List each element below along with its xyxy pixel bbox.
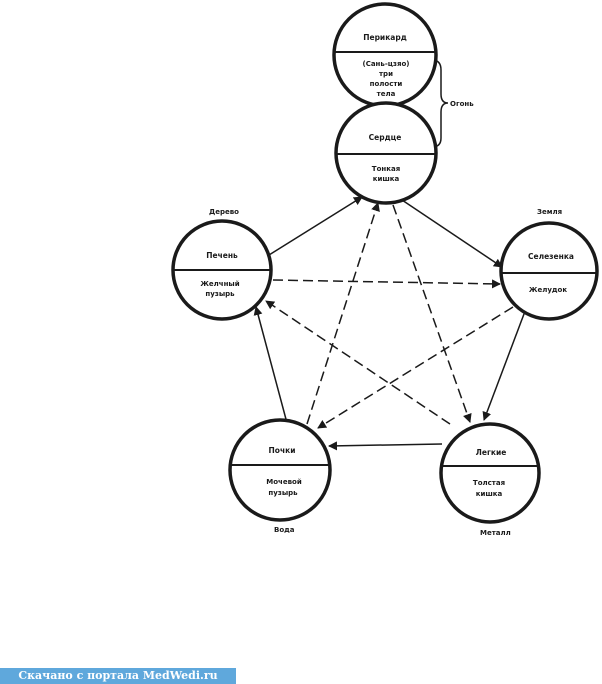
arrow-heart-to-lungs	[392, 204, 472, 423]
heart-label: Сердце	[369, 133, 402, 142]
element-metal: Металл	[480, 529, 511, 537]
element-wood: Дерево	[209, 208, 239, 216]
pericardium-sub-4: тела	[377, 90, 396, 98]
pericardium-sub-2: три	[379, 70, 393, 78]
organ-pericardium: Перикард (Сань-цзяо) три полости тела	[332, 2, 438, 108]
kidneys-label: Почки	[269, 446, 296, 455]
arrow-liver-to-spleen	[272, 279, 501, 289]
organ-kidneys: Почки Мочевой пузырь	[228, 418, 332, 522]
liver-sub-2: пузырь	[205, 290, 235, 298]
lungs-sub-2: кишка	[476, 490, 503, 498]
liver-sub-1: Желчный	[200, 280, 239, 288]
organ-heart: Сердце Тонкая кишка	[334, 101, 438, 205]
download-source-banner[interactable]: Скачано с портала MedWedi.ru	[0, 668, 236, 684]
arrow-spleen-to-lungs	[482, 305, 528, 421]
element-water: Вода	[274, 526, 295, 534]
spleen-sub-1: Желудок	[529, 286, 567, 294]
five-elements-diagram: Перикард (Сань-цзяо) три полости тела Се…	[171, 2, 599, 537]
spleen-label: Селезенка	[528, 252, 574, 261]
organ-spleen: Селезенка Желудок	[499, 221, 599, 321]
pericardium-sub-3: полости	[370, 80, 403, 88]
lungs-label: Легкие	[476, 448, 507, 457]
kidneys-sub-1: Мочевой	[266, 478, 302, 486]
arrow-liver-to-heart	[268, 196, 363, 256]
organ-lungs: Легкие Толстая кишка	[439, 422, 541, 524]
organ-liver: Печень Желчный пузырь	[171, 219, 273, 321]
heart-sub-2: кишка	[373, 175, 400, 183]
pericardium-label: Перикард	[363, 33, 407, 42]
element-earth: Земля	[537, 208, 562, 216]
arrow-kidneys-to-liver	[253, 306, 288, 424]
liver-label: Печень	[206, 251, 238, 260]
pericardium-sub-1: (Сань-цзяо)	[363, 60, 410, 68]
heart-sub-1: Тонкая	[372, 165, 400, 173]
arrow-kidneys-to-heart	[306, 202, 380, 425]
arrow-spleen-to-kidneys	[317, 306, 514, 429]
fire-bracket	[431, 59, 449, 148]
lungs-sub-1: Толстая	[473, 479, 505, 487]
element-fire: Огонь	[450, 100, 474, 108]
arrow-lungs-to-liver	[265, 300, 451, 425]
arrow-heart-to-spleen	[401, 199, 503, 268]
arrow-lungs-to-kidneys	[328, 441, 443, 451]
kidneys-sub-2: пузырь	[268, 489, 298, 497]
